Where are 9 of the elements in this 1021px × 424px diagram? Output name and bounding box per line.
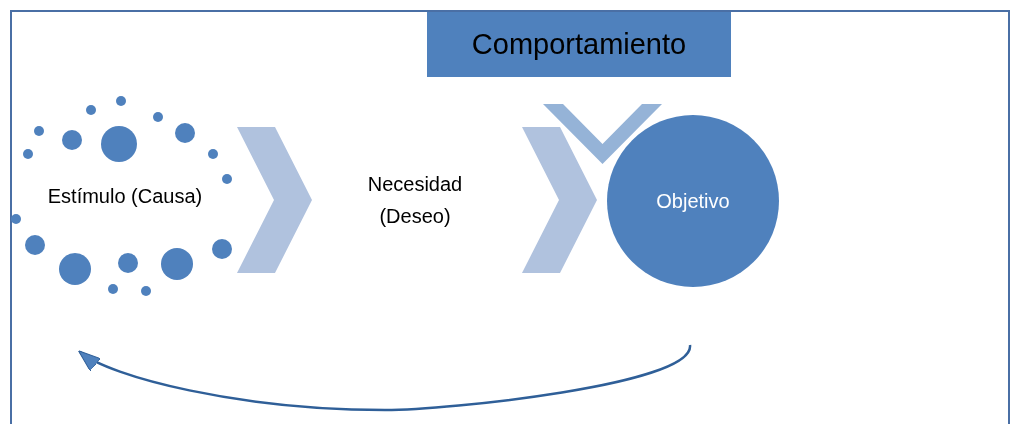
chevron-arrow [237, 127, 312, 273]
node-label: Necesidad (Deseo) [366, 172, 464, 229]
down-chevron-shape [543, 104, 662, 164]
node-label: Comportamiento [471, 28, 687, 61]
node-label: Estímulo (Causa) [47, 184, 203, 209]
chevron-arrow [522, 127, 597, 273]
title-banner [427, 12, 731, 77]
node-label: Objetivo [656, 189, 730, 213]
curved-arrow [77, 344, 692, 412]
